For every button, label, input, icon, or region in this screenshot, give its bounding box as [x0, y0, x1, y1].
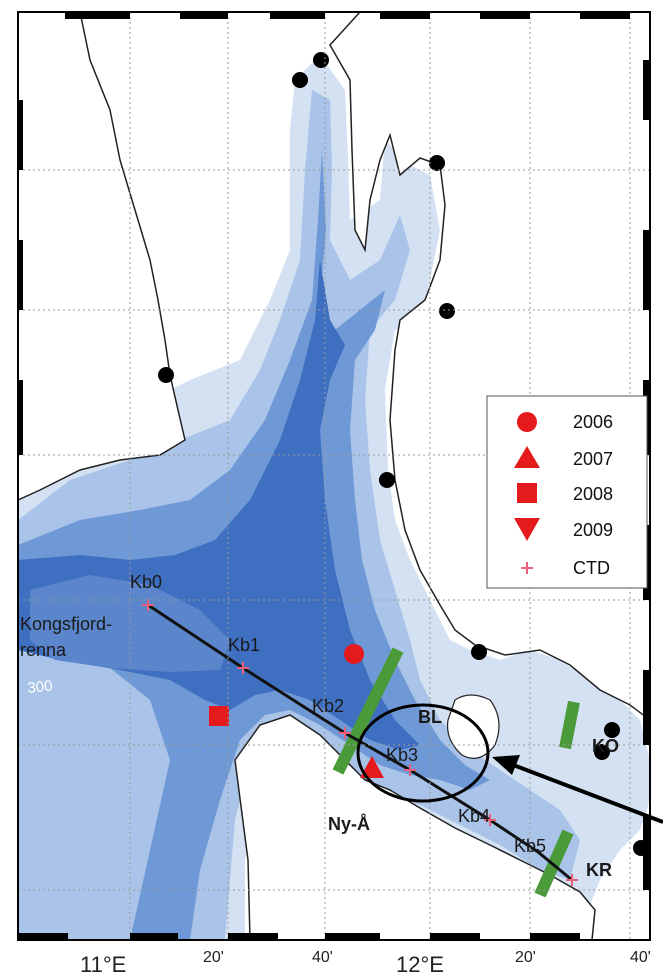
frame-scale-top	[65, 12, 630, 19]
place-label-ko: KO	[592, 736, 619, 756]
legend-label-ctd: CTD	[573, 558, 610, 578]
frame-tick	[325, 933, 380, 940]
frame-tick	[180, 12, 228, 19]
place-label-kr: KR	[586, 860, 612, 880]
glacier-dot	[158, 367, 174, 383]
glacier-dot	[292, 72, 308, 88]
glacier-dot	[429, 155, 445, 171]
station-label-kb0: Kb0	[130, 572, 162, 592]
legend-marker-2007	[514, 446, 540, 468]
frame-tick	[18, 380, 23, 455]
frame-tick	[270, 12, 325, 19]
frame-tick	[380, 12, 430, 19]
x-tick-label-40-1: 40'	[312, 949, 333, 966]
ctd-station-markers	[142, 599, 578, 886]
station-label-kb2: Kb2	[312, 696, 344, 716]
station-label-kb1: Kb1	[228, 635, 260, 655]
frame-tick	[643, 815, 650, 890]
x-tick-label-20-2: 20'	[515, 949, 536, 966]
frame-tick	[65, 12, 130, 19]
legend-label-2007: 2007	[573, 449, 613, 469]
legend-box	[486, 395, 648, 589]
station-label-kb4: Kb4	[458, 806, 490, 826]
x-tick-label-12e: 12°E	[396, 952, 444, 977]
x-tick-label-20-1: 20'	[203, 949, 224, 966]
glacier-dot	[471, 644, 487, 660]
marker-2008	[209, 706, 229, 726]
station-label-kb3: Kb3	[386, 745, 418, 765]
x-tick-label-11e: 11°E	[80, 952, 126, 977]
frame-tick	[643, 60, 650, 120]
glacier-dot	[313, 52, 329, 68]
frame-scale-left	[18, 100, 23, 455]
marker-2007	[360, 756, 384, 778]
legend-marker-2008	[517, 483, 537, 503]
place-label-kongsfjordrenna-1: Kongsfjord-	[20, 614, 112, 634]
frame-tick	[18, 240, 23, 310]
place-label-kongsfjordrenna-2: renna	[20, 640, 67, 660]
frame-tick	[18, 100, 23, 170]
glacier-dot	[594, 744, 610, 760]
frame-tick	[643, 670, 650, 745]
glacier-dot	[439, 303, 455, 319]
legend-label-2006: 2006	[573, 412, 613, 432]
glacier-dot	[604, 722, 620, 738]
glacier-dot	[379, 472, 395, 488]
legend-marker-2006	[517, 412, 537, 432]
contour-label-300: 300	[27, 677, 54, 697]
place-label-bl: BL	[418, 707, 442, 727]
highlight-arrow-head	[492, 755, 520, 775]
frame-tick	[130, 933, 178, 940]
station-label-kb5: Kb5	[514, 836, 546, 856]
frame-tick	[228, 933, 278, 940]
legend-label-2008: 2008	[573, 484, 613, 504]
frame-tick	[580, 12, 630, 19]
grid-lines	[18, 12, 650, 940]
frame-tick	[480, 12, 530, 19]
x-tick-label-40-2: 40'	[630, 949, 651, 966]
legend: 2006 2007 2008 2009 CTD	[486, 395, 648, 589]
place-label-ny-alesund: Ny-Å	[328, 814, 370, 834]
frame-tick	[430, 933, 480, 940]
section-bar-ko	[559, 700, 580, 750]
highlight-circle	[356, 703, 490, 803]
frame-tick	[643, 230, 650, 310]
highlight-arrow-shaft	[507, 761, 663, 824]
frame-scale-bottom	[18, 933, 580, 940]
land-west	[17, 11, 186, 502]
bay-bl	[446, 694, 500, 759]
marker-2006	[344, 644, 364, 664]
frame-tick	[18, 933, 68, 940]
legend-marker-2009	[514, 518, 540, 541]
section-bar-mouth	[332, 647, 404, 775]
legend-label-2009: 2009	[573, 520, 613, 540]
frame-tick	[530, 933, 580, 940]
glacier-front-dots	[158, 52, 649, 856]
